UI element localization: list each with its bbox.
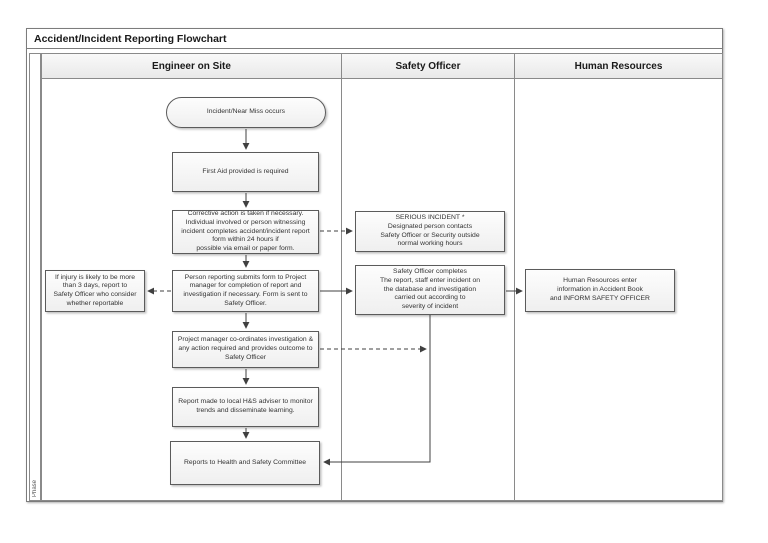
node-project-manager: Project manager co-ordinates investigati… <box>172 331 319 368</box>
node-corrective-action: Corrective action is taken if necessary.… <box>172 210 319 254</box>
node-serious-incident: SERIOUS INCIDENT * Designated person con… <box>355 211 505 252</box>
lane-header-safety-officer: Safety Officer <box>342 54 514 79</box>
flowchart-title: Accident/Incident Reporting Flowchart <box>27 29 722 49</box>
node-hr-accident-book: Human Resources enter information in Acc… <box>525 269 675 312</box>
lane-header-engineer-on-site: Engineer on Site <box>42 54 341 79</box>
node-person-reporting: Person reporting submits form to Project… <box>172 270 319 312</box>
phase-label: Phase <box>32 479 38 497</box>
phase-strip: Phase <box>29 53 41 501</box>
lane-header-human-resources: Human Resources <box>515 54 722 79</box>
node-incident-occurs: Incident/Near Miss occurs <box>166 97 326 128</box>
node-hs-adviser: Report made to local H&S adviser to moni… <box>172 387 319 427</box>
node-safety-officer-completes: Safety Officer completes The report, sta… <box>355 265 505 315</box>
node-injury-report: If injury is likely to be more than 3 da… <box>45 270 145 312</box>
node-first-aid: First Aid provided is required <box>172 152 319 192</box>
node-hs-committee: Reports to Health and Safety Committee <box>170 441 320 485</box>
